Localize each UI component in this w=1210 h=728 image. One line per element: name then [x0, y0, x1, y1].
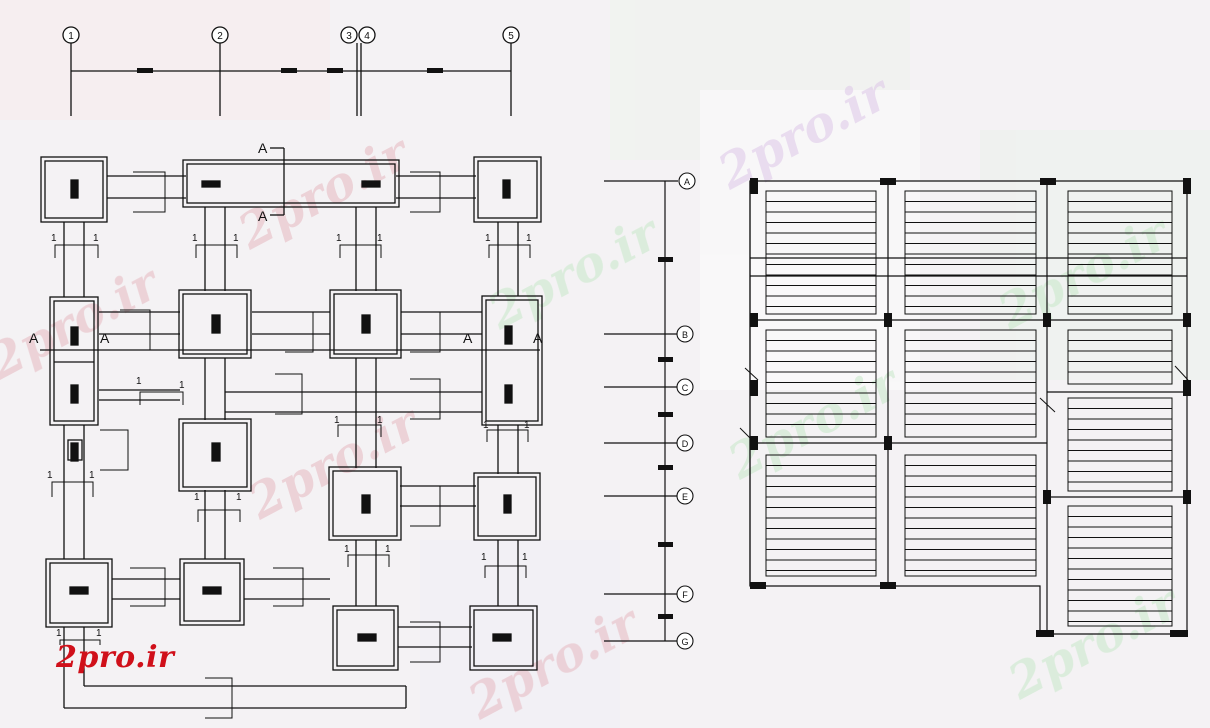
svg-text:3: 3	[346, 31, 352, 42]
svg-text:1: 1	[526, 233, 532, 244]
svg-text:4: 4	[364, 31, 370, 42]
footing	[473, 156, 542, 223]
svg-text:F: F	[682, 590, 688, 600]
svg-text:1: 1	[344, 544, 350, 555]
footing	[328, 466, 402, 541]
svg-text:1: 1	[51, 233, 57, 244]
section-label: A	[463, 330, 473, 346]
section-label: A	[533, 330, 543, 346]
grid-bubble-C: C	[676, 378, 694, 396]
svg-text:1: 1	[56, 628, 62, 639]
svg-text:1: 1	[96, 628, 102, 639]
joist-lines	[766, 201, 1172, 622]
svg-text:1: 1	[336, 233, 342, 244]
section-label: A	[258, 140, 268, 156]
row-axis-dimension	[604, 180, 678, 642]
footing	[332, 605, 399, 671]
watermark: 2pro.ir	[478, 203, 671, 341]
svg-text:A: A	[684, 177, 690, 187]
watermark: 2pro.ir	[998, 573, 1191, 711]
grid-bubble-F: F	[676, 585, 694, 603]
footing	[45, 558, 113, 628]
section-cut-horizontal: A A A A	[29, 330, 543, 351]
svg-text:1: 1	[47, 470, 53, 481]
footing	[179, 558, 245, 626]
grid-bubble-1: 1	[62, 26, 80, 44]
svg-text:1: 1	[179, 380, 185, 391]
grid-bubble-A: A	[678, 172, 696, 190]
svg-text:2: 2	[217, 31, 223, 42]
footing	[473, 472, 541, 541]
svg-text:1: 1	[334, 415, 340, 426]
grid-bubble-2: 2	[211, 26, 229, 44]
svg-text:1: 1	[483, 420, 489, 431]
dimension-ticks	[137, 68, 443, 73]
joist-plan-columns	[750, 178, 1191, 637]
footing	[178, 418, 252, 492]
footing	[329, 289, 402, 359]
footing	[49, 296, 99, 426]
svg-text:C: C	[682, 383, 689, 393]
detail-number-labels: 1 1 1 1 1 1 1 1 1 1 1 1 1 1 1 1 1 1 1 1 …	[47, 233, 532, 639]
svg-text:1: 1	[93, 233, 99, 244]
break-marks	[739, 365, 1189, 441]
grid-bubble-D: D	[676, 434, 694, 452]
joist-plan	[739, 178, 1191, 637]
section-label: A	[100, 330, 110, 346]
svg-text:1: 1	[481, 552, 487, 563]
tie-beams	[63, 175, 519, 709]
svg-text:1: 1	[377, 233, 383, 244]
svg-text:B: B	[682, 330, 688, 340]
foundation-plan: 1 2 3 4 5	[29, 26, 543, 719]
section-cut-vertical: A A	[258, 140, 285, 224]
watermark: 2pro.ir	[238, 393, 431, 531]
footing	[469, 605, 538, 671]
grid-bubble-E: E	[676, 487, 694, 505]
brand-logo: 2pro.ir	[56, 640, 175, 675]
section-label: A	[258, 208, 268, 224]
svg-text:1: 1	[89, 470, 95, 481]
grid-bubble-5: 5	[502, 26, 520, 44]
svg-text:1: 1	[233, 233, 239, 244]
grid-bubble-3: 3	[340, 26, 358, 44]
detail-marks	[51, 244, 531, 645]
svg-text:1: 1	[136, 376, 142, 387]
svg-text:D: D	[682, 439, 689, 449]
joist-plan-beams	[750, 181, 1187, 634]
footing	[481, 295, 543, 426]
grid-bubble-B: B	[676, 325, 694, 343]
svg-text:1: 1	[485, 233, 491, 244]
svg-text:1: 1	[68, 31, 74, 42]
svg-text:1: 1	[522, 552, 528, 563]
watermark: 2pro.ir	[0, 253, 171, 391]
grid-bubble-4: 4	[358, 26, 376, 44]
section-label: A	[29, 330, 39, 346]
svg-text:1: 1	[385, 544, 391, 555]
footing-strip-top	[182, 159, 400, 208]
svg-text:1: 1	[236, 492, 242, 503]
footing	[40, 156, 108, 223]
footing	[67, 439, 83, 462]
svg-text:1: 1	[192, 233, 198, 244]
svg-text:1: 1	[194, 492, 200, 503]
grid-bubble-G: G	[676, 632, 694, 650]
svg-text:E: E	[682, 492, 688, 502]
svg-text:G: G	[681, 637, 688, 647]
footing	[178, 289, 252, 359]
svg-text:1: 1	[524, 420, 530, 431]
joist-blocks	[765, 190, 1173, 627]
callout-leaders	[100, 171, 441, 719]
svg-text:5: 5	[508, 31, 514, 42]
svg-text:1: 1	[377, 415, 383, 426]
